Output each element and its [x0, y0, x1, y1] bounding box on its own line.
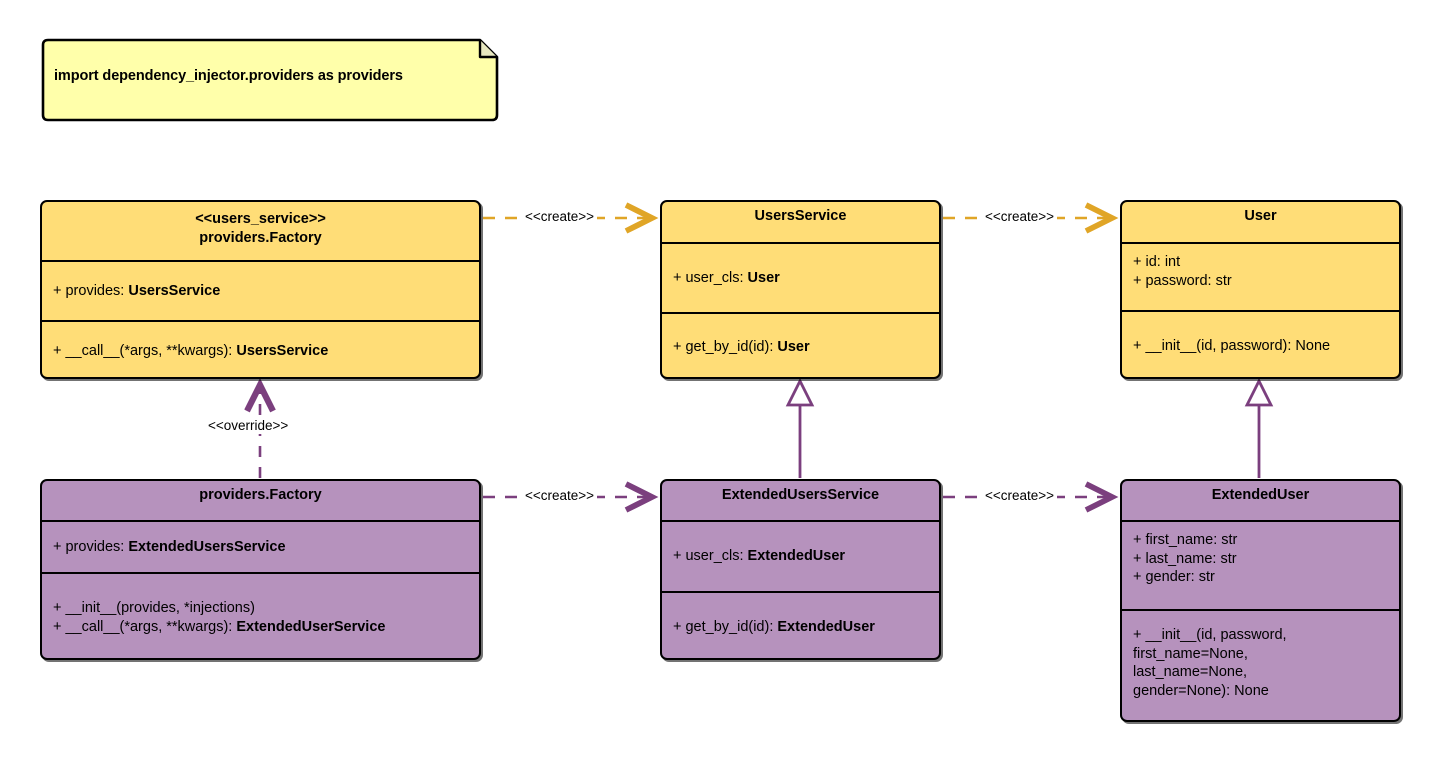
class-methods-users-service: + get_by_id(id): User — [662, 312, 939, 377]
attribute-type: User — [747, 269, 780, 286]
class-methods-users-service-factory: + __call__(*args, **kwargs): UsersServic… — [42, 320, 479, 377]
method-label: + get_by_id(id): — [673, 619, 778, 636]
class-name: providers.Factory — [199, 487, 322, 503]
class-attribute-row: + user_cls: ExtendedUser — [673, 547, 928, 566]
method-label: + get_by_id(id): — [673, 339, 778, 356]
class-attributes-users-service-factory: + provides: UsersService — [42, 260, 479, 320]
class-title-extended-user: ExtendedUser — [1122, 481, 1399, 520]
edge-label-create-bottom-right: <<create>> — [982, 488, 1058, 504]
class-attributes-user: + id: int + password: str — [1122, 242, 1399, 310]
note-shape-icon — [41, 38, 499, 122]
note-text: import dependency_injector.providers as … — [54, 68, 403, 84]
class-attribute-row: + password: str — [1133, 272, 1232, 289]
class-method-row: + __init__(id, password, — [1133, 627, 1287, 643]
class-method-row: gender=None): None — [1133, 682, 1269, 699]
class-attribute-row: + gender: str — [1133, 569, 1215, 586]
class-title-users-service-factory: <<users_service>> providers.Factory — [42, 202, 479, 260]
class-title-user: User — [1122, 202, 1399, 242]
edge-label-create-bottom-left: <<create>> — [522, 488, 598, 504]
class-attribute-row: + first_name: str — [1133, 532, 1238, 548]
class-attribute-row: + last_name: str — [1133, 550, 1237, 567]
class-method-row: + __call__(*args, **kwargs): UsersServic… — [53, 342, 468, 361]
method-type: User — [777, 339, 810, 356]
edge-inherit-users-service — [785, 377, 815, 478]
class-box-users-service[interactable]: UsersService + user_cls: User + get_by_i… — [660, 200, 941, 379]
class-attributes-extended-factory: + provides: ExtendedUsersService — [42, 520, 479, 572]
edge-label-override: <<override>> — [205, 418, 292, 434]
class-method-row: + __init__(id, password): None — [1133, 338, 1331, 355]
class-attribute-row: + id: int — [1133, 254, 1181, 270]
attribute-label: + provides: — [53, 282, 129, 299]
class-box-user[interactable]: User + id: int + password: str + __init_… — [1120, 200, 1401, 379]
import-note: import dependency_injector.providers as … — [40, 37, 500, 123]
method-type: ExtendedUserService — [236, 619, 386, 635]
class-attributes-extended-user: + first_name: str + last_name: str + gen… — [1122, 520, 1399, 609]
method-type: ExtendedUser — [777, 619, 875, 636]
class-name: ExtendedUsersService — [721, 487, 880, 503]
class-name: User — [1244, 208, 1277, 224]
edge-label-create-top-right: <<create>> — [982, 209, 1058, 225]
method-label: + __call__(*args, **kwargs): — [53, 619, 237, 635]
class-title-users-service: UsersService — [662, 202, 939, 242]
edge-label-create-top-left: <<create>> — [522, 209, 598, 225]
class-methods-user: + __init__(id, password): None — [1122, 310, 1399, 377]
class-box-extended-user[interactable]: ExtendedUser + first_name: str + last_na… — [1120, 479, 1401, 722]
class-method-row: + get_by_id(id): User — [673, 338, 928, 357]
attribute-label: + user_cls: — [673, 548, 748, 565]
class-name: ExtendedUser — [1211, 487, 1310, 503]
attribute-label: + user_cls: — [673, 269, 748, 286]
class-stereotype: <<users_service>> — [195, 211, 326, 227]
class-box-users-service-factory[interactable]: <<users_service>> providers.Factory + pr… — [40, 200, 481, 379]
class-method-row: first_name=None, — [1133, 645, 1248, 662]
class-title-extended-factory: providers.Factory — [42, 481, 479, 520]
class-box-extended-users-service[interactable]: ExtendedUsersService + user_cls: Extende… — [660, 479, 941, 660]
class-method-row: + __init__(provides, *injections) — [53, 600, 255, 617]
class-name: providers.Factory — [199, 229, 322, 246]
class-attribute-row: + provides: UsersService — [53, 282, 468, 301]
class-methods-extended-user: + __init__(id, password, first_name=None… — [1122, 609, 1399, 720]
attribute-type: UsersService — [128, 282, 221, 299]
class-method-row: + get_by_id(id): ExtendedUser — [673, 618, 928, 637]
class-method-row: last_name=None, — [1133, 664, 1248, 681]
edge-inherit-user — [1244, 377, 1274, 478]
attribute-type: ExtendedUser — [747, 548, 846, 565]
class-attribute-row: + user_cls: User — [673, 269, 928, 288]
class-methods-extended-users-service: + get_by_id(id): ExtendedUser — [662, 591, 939, 658]
class-attributes-extended-users-service: + user_cls: ExtendedUser — [662, 520, 939, 591]
class-box-extended-factory[interactable]: providers.Factory + provides: ExtendedUs… — [40, 479, 481, 660]
class-attribute-row: + provides: ExtendedUsersService — [53, 538, 468, 557]
class-attributes-users-service: + user_cls: User — [662, 242, 939, 312]
class-methods-extended-factory: + __init__(provides, *injections) + __ca… — [42, 572, 479, 658]
method-label: + __call__(*args, **kwargs): — [53, 343, 237, 360]
method-type: UsersService — [236, 343, 329, 360]
class-name: UsersService — [754, 208, 847, 224]
attribute-type: ExtendedUsersService — [128, 538, 286, 555]
attribute-label: + provides: — [53, 538, 129, 555]
class-method-row: + __call__(*args, **kwargs): ExtendedUse… — [53, 618, 468, 637]
class-title-extended-users-service: ExtendedUsersService — [662, 481, 939, 520]
